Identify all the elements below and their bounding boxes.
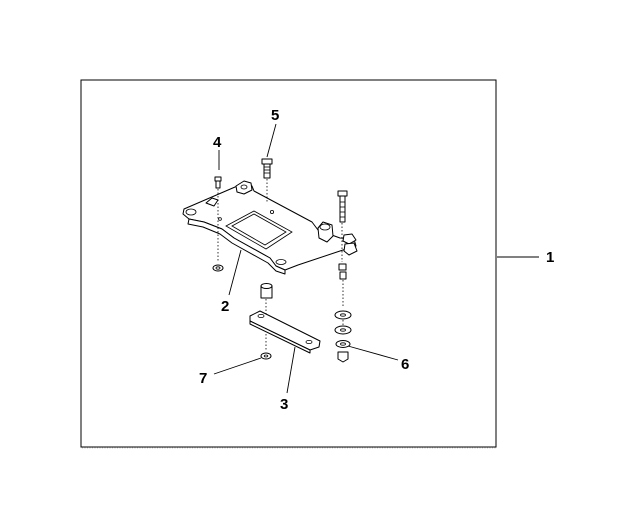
washer-stack-6 xyxy=(334,310,352,363)
bolt-4 xyxy=(212,176,224,272)
support-strap-3 xyxy=(249,283,321,354)
bolt-5 xyxy=(261,158,273,202)
bracket-plate xyxy=(182,180,358,275)
callout-1: 1 xyxy=(546,249,554,266)
diagram-frame xyxy=(80,79,497,448)
bolt-6-upper xyxy=(337,190,348,308)
callout-3: 3 xyxy=(280,396,288,413)
callout-2: 2 xyxy=(221,298,229,315)
callout-4: 4 xyxy=(213,134,222,151)
callout-6-leader xyxy=(347,345,399,361)
callout-7-leader xyxy=(213,357,262,375)
callout-3-leader xyxy=(286,346,296,394)
callout-5: 5 xyxy=(271,107,279,124)
callout-7: 7 xyxy=(199,370,207,387)
callout-5-leader xyxy=(266,123,277,158)
callout-6: 6 xyxy=(401,356,409,373)
callout-2-leader xyxy=(228,249,242,296)
nut-7 xyxy=(260,352,272,360)
